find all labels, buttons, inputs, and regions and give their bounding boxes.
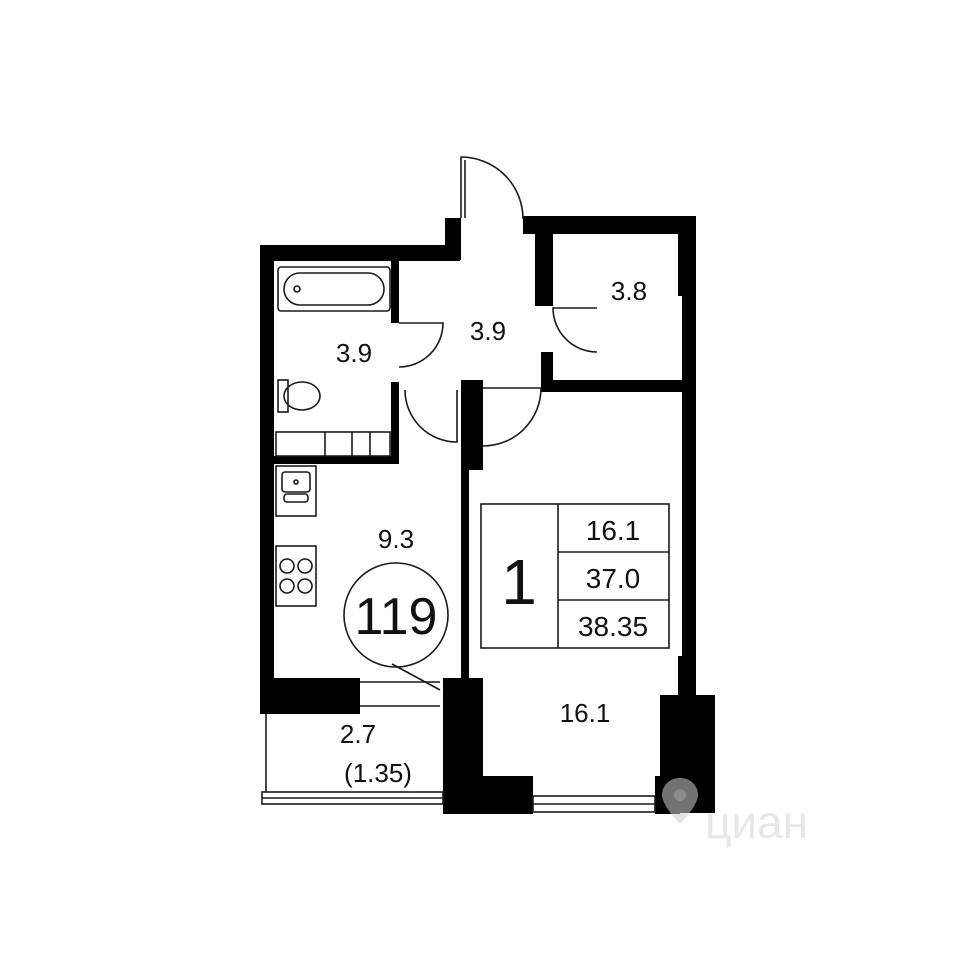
exterior-walls — [260, 216, 715, 814]
watermark: циан — [662, 778, 808, 848]
summary-rooms: 1 — [501, 546, 537, 618]
apartment-number-badge: 119 — [343, 562, 449, 668]
wall-balcony-partition — [260, 678, 360, 714]
apartment-number: 119 — [355, 588, 438, 646]
room-area-balcony-reduced: (1.35) — [344, 758, 412, 788]
summary-living-area: 16.1 — [586, 515, 641, 546]
wall-right-lower — [678, 656, 696, 696]
wall-bottom — [443, 776, 533, 814]
wall-right — [678, 216, 696, 296]
room-labels: 3.9 3.9 3.8 9.3 16.1 2.7 (1.35) — [336, 276, 647, 788]
windows — [261, 714, 656, 813]
summary-total-area: 37.0 — [586, 563, 641, 594]
toilet-icon — [277, 379, 289, 413]
wall-right-mid — [682, 296, 696, 656]
room-area-balcony: 2.7 — [340, 719, 376, 749]
room-area-bathroom: 3.9 — [336, 338, 372, 368]
wall-storage-left — [541, 352, 553, 382]
summary-table: 1 16.1 37.0 38.35 — [480, 503, 670, 649]
wall-divider-thin — [461, 470, 469, 680]
room-area-kitchen: 9.3 — [378, 524, 414, 554]
sink-icon — [275, 465, 317, 517]
room-area-storage: 3.8 — [611, 276, 647, 306]
stove-icon — [275, 545, 317, 607]
summary-total-with-balcony: 38.35 — [578, 611, 648, 642]
watermark-text: циан — [705, 796, 808, 848]
wall-bath-right-lower — [391, 382, 399, 462]
fixtures — [275, 266, 391, 607]
entrance-door — [460, 156, 524, 220]
wall-top-right-stub — [535, 232, 553, 306]
bathtub-icon — [277, 266, 391, 312]
wall-bath-bottom — [274, 456, 399, 464]
wall-notch — [445, 218, 461, 260]
wall-bath-right — [391, 261, 399, 323]
doors — [360, 156, 598, 707]
room-area-hall: 3.9 — [470, 316, 506, 346]
bathroom-door — [398, 322, 444, 368]
washing-area-icon — [275, 431, 391, 457]
room-area-living: 16.1 — [560, 698, 611, 728]
wall-top-left — [260, 245, 460, 261]
wall-divider — [461, 380, 483, 470]
wall-storage-bottom — [541, 380, 682, 392]
living-door — [482, 387, 542, 447]
wall-left — [260, 245, 274, 685]
interior-walls — [274, 261, 682, 680]
kitchen-door — [404, 389, 458, 443]
storage-door — [552, 307, 598, 353]
wall-top-right — [523, 216, 695, 234]
